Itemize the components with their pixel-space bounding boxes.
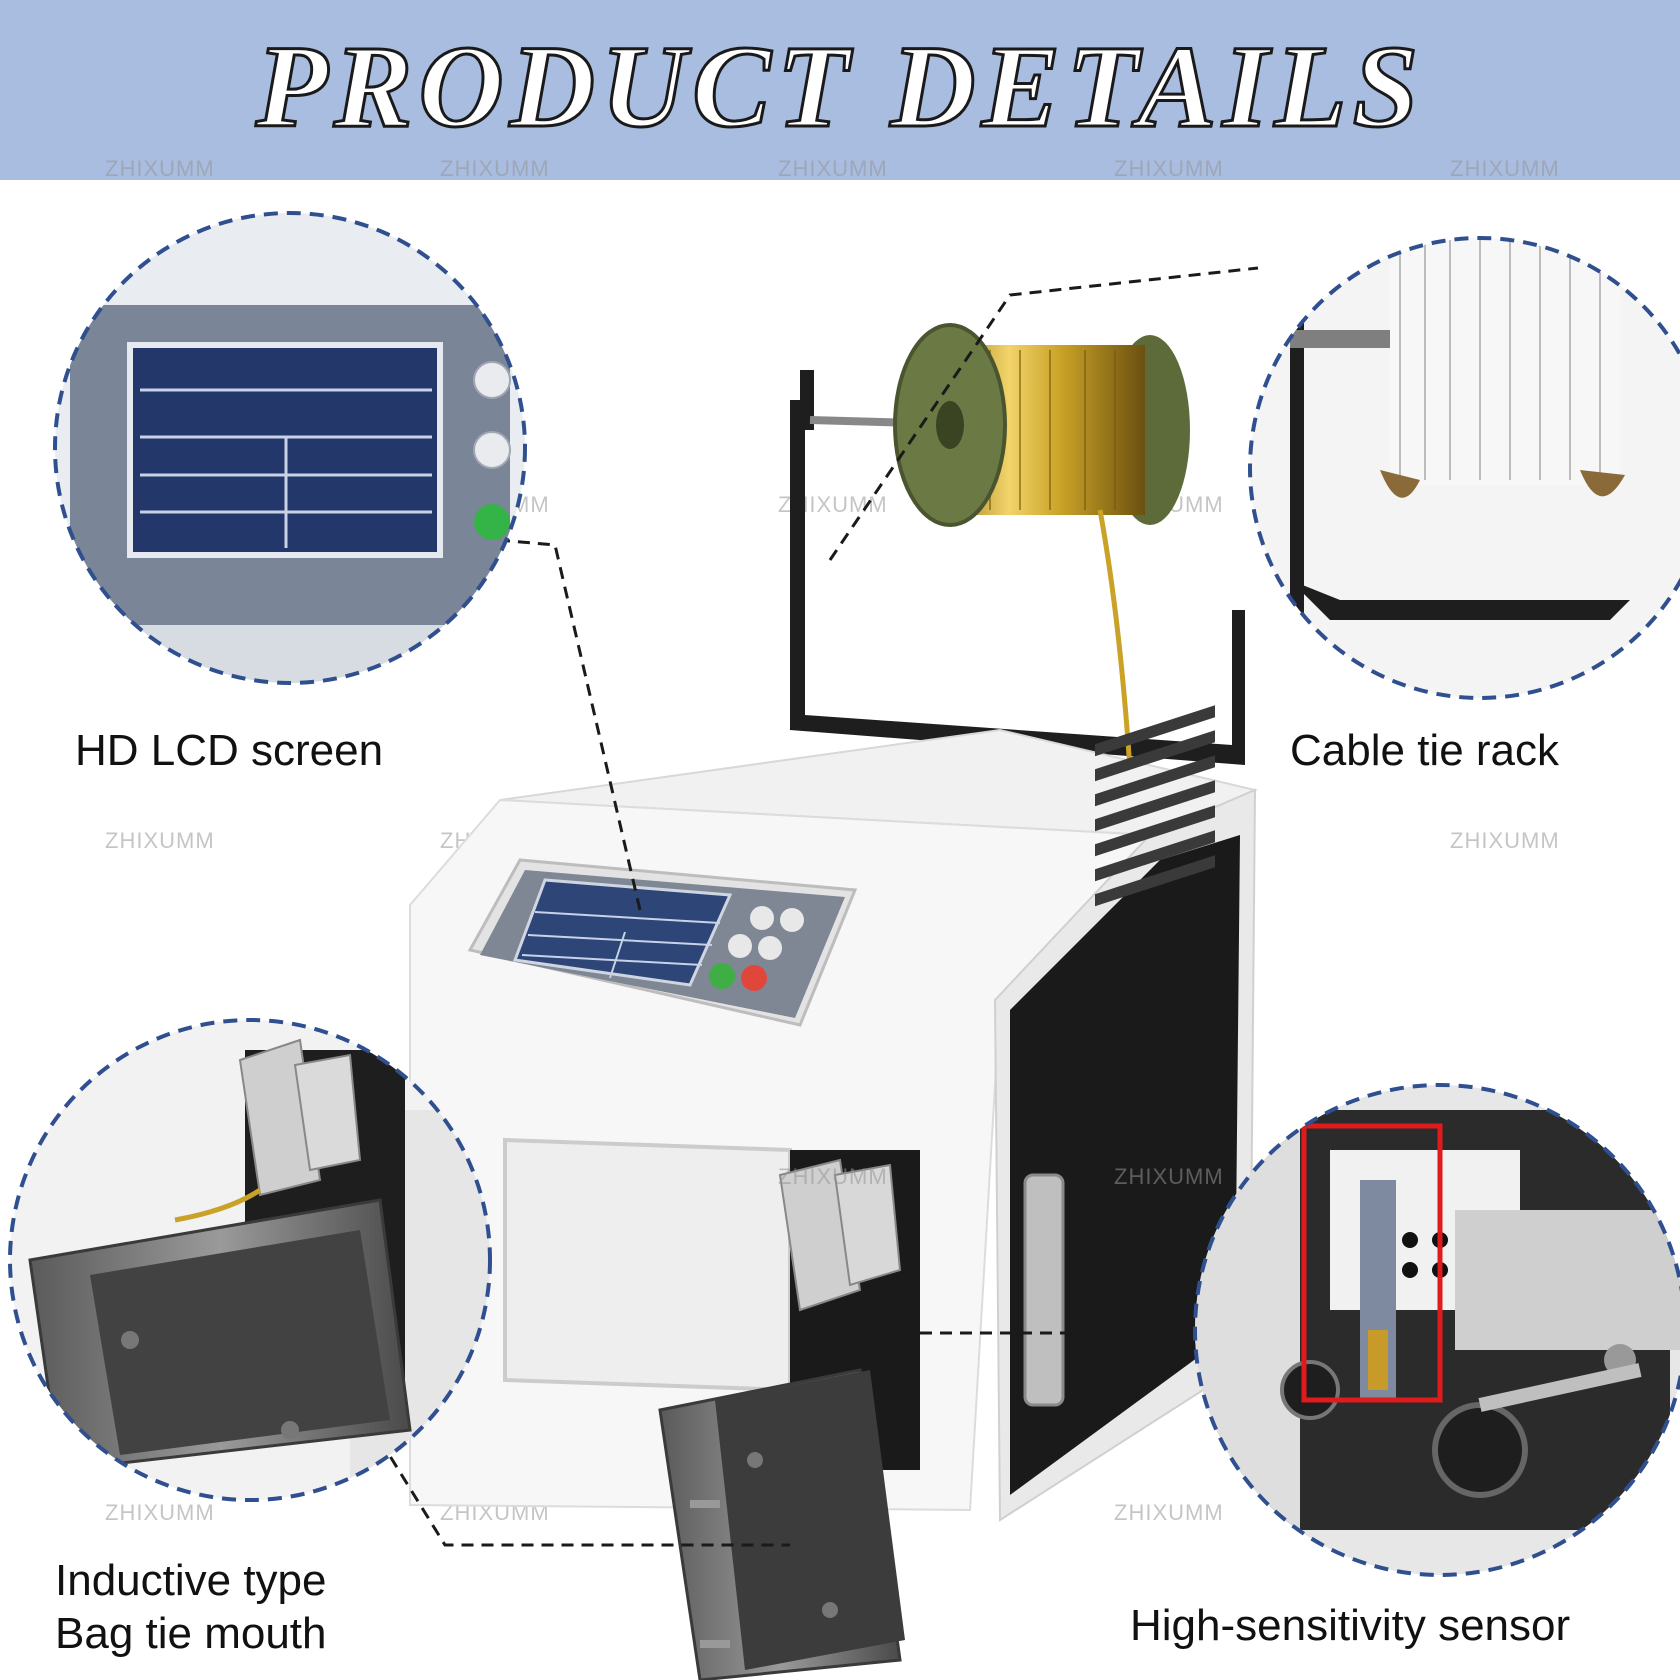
watermark: ZHIXUMM [1450, 828, 1560, 853]
callout-bag-tie-mouth [8, 1018, 492, 1502]
header-banner: PRODUCT DETAILS [0, 0, 1680, 180]
label-cable-tie-rack: Cable tie rack [1290, 726, 1560, 775]
watermark: ZHIXUMM [1114, 1500, 1224, 1525]
machine-body [409, 323, 1259, 1680]
watermark: ZHIXUMM [440, 156, 550, 181]
leader-lines [378, 266, 1259, 1547]
label-sensor: High-sensitivity sensor [1130, 1601, 1571, 1650]
watermark: ZHIXUMM [1114, 156, 1224, 181]
watermark: ZHIXUMM [1450, 156, 1560, 181]
label-bag-tie-mouth-line1: Inductive type [55, 1556, 327, 1605]
label-bag-tie-mouth-line2: Bag tie mouth [55, 1609, 327, 1658]
watermark: ZHIXUMM [778, 156, 888, 181]
callout-lcd-screen [53, 211, 527, 685]
callout-cable-tie-rack [1248, 236, 1680, 700]
watermark: ZHIXUMM [105, 156, 215, 181]
watermark: ZHIXUMM [1114, 1164, 1224, 1189]
sensor-highlight-box [1301, 1123, 1443, 1403]
watermark: ZHIXUMM [105, 828, 215, 853]
watermark: ZHIXUMM [105, 1500, 215, 1525]
page-title: PRODUCT DETAILS [254, 20, 1425, 153]
label-lcd-screen: HD LCD screen [75, 726, 384, 775]
watermark: ZHIXUMM [778, 1164, 888, 1189]
callout-sensor [1193, 1083, 1680, 1577]
